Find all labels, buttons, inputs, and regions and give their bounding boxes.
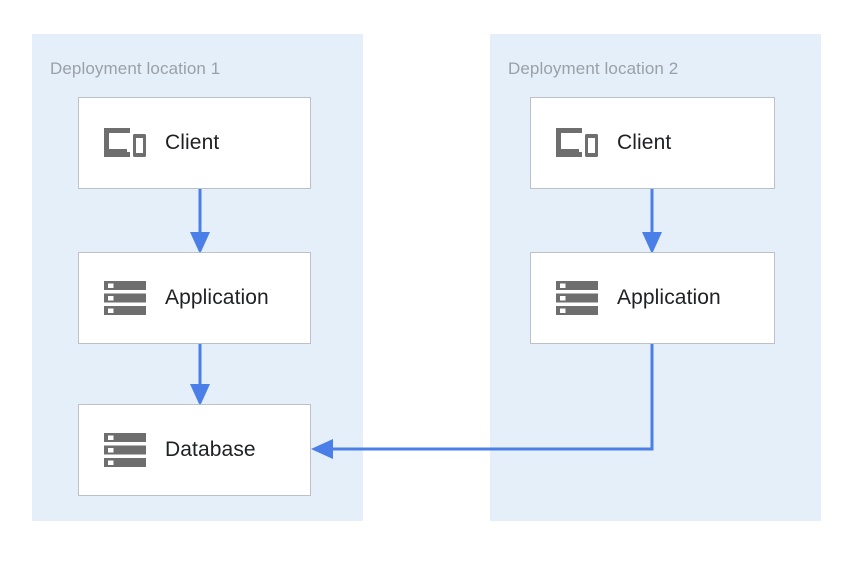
node-application-1[interactable]: Application <box>78 252 311 344</box>
zone-2-label: Deployment location 2 <box>508 59 679 78</box>
server-icon <box>551 276 603 320</box>
devices-icon <box>99 121 151 165</box>
node-client-2[interactable]: Client <box>530 97 775 189</box>
node-client-1[interactable]: Client <box>78 97 311 189</box>
node-application-1-label: Application <box>165 286 269 309</box>
zone-1-label: Deployment location 1 <box>50 59 221 78</box>
node-client-1-label: Client <box>165 131 220 154</box>
connector-client1-to-app1 <box>190 186 210 254</box>
connector-app1-to-database1 <box>190 341 210 406</box>
server-icon <box>99 276 151 320</box>
devices-icon <box>551 121 603 165</box>
connector-client2-to-app2 <box>642 186 662 254</box>
node-client-2-label: Client <box>617 131 672 154</box>
node-database-1[interactable]: Database <box>78 404 311 496</box>
server-icon <box>99 428 151 472</box>
node-application-2[interactable]: Application <box>530 252 775 344</box>
node-database-1-label: Database <box>165 438 256 461</box>
node-application-2-label: Application <box>617 286 721 309</box>
connector-app2-to-database1 <box>311 341 654 459</box>
